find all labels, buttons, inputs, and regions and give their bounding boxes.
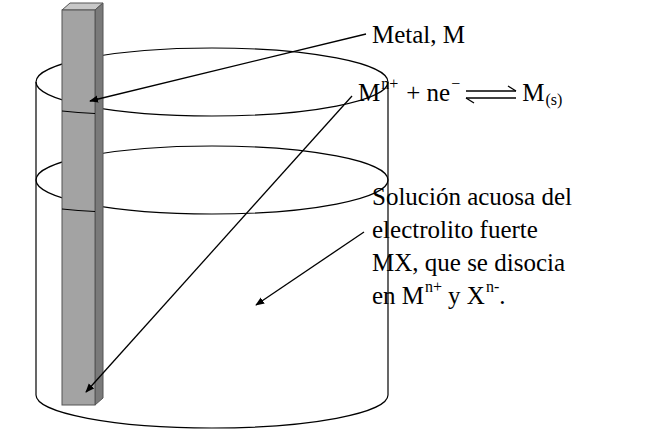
equilibrium-arrows (462, 83, 520, 105)
solution-text: n+ (425, 279, 442, 295)
solution-label: electrolito fuerte (372, 215, 538, 245)
equation-text: M (358, 78, 380, 108)
solution-text: en M (372, 281, 424, 311)
equation-text: M (522, 78, 544, 108)
equation-text: n+ (381, 76, 398, 92)
solution-text: . (499, 281, 505, 311)
solution-label: Solución acuosa del (372, 182, 572, 212)
equation-text: − (451, 76, 460, 92)
front-rims (62, 111, 95, 212)
equation-row: Mn++ ne−M(s) (358, 78, 562, 108)
part-label: Metal, M (372, 20, 465, 50)
arrow-gap (460, 78, 522, 108)
solution-row: en Mn+ y Xn-. (372, 281, 506, 311)
solution-text: n- (486, 279, 499, 295)
solution-label: MX, que se disocia (372, 248, 565, 278)
equation-text: (s) (545, 92, 562, 108)
metal-bar (62, 3, 103, 405)
leader-arrows (86, 34, 366, 392)
equation-text: + ne (406, 78, 450, 108)
solution-text: y X (448, 281, 485, 311)
